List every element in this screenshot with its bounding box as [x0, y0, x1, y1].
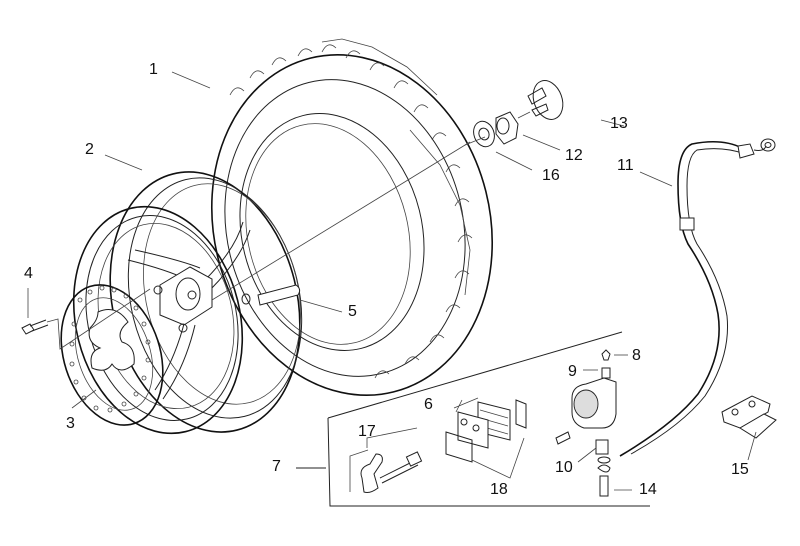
- callout-17[interactable]: 17: [358, 423, 376, 440]
- brake-pads-drawing[interactable]: [445, 397, 527, 479]
- pad-pin-drawing[interactable]: [349, 427, 423, 493]
- callout-1[interactable]: 1: [149, 61, 158, 78]
- disc-bolt-drawing[interactable]: [21, 288, 151, 350]
- callout-6[interactable]: 6: [424, 396, 433, 413]
- callout-18[interactable]: 18: [490, 481, 508, 498]
- callout-3[interactable]: 3: [66, 415, 75, 432]
- hose-clip-drawing[interactable]: [721, 395, 777, 439]
- callout-11[interactable]: 11: [617, 157, 634, 174]
- callout-9[interactable]: 9: [568, 363, 577, 380]
- callout-15[interactable]: 15: [731, 461, 749, 478]
- brake-hose-drawing[interactable]: [619, 138, 776, 457]
- callout-13[interactable]: 13: [610, 115, 628, 132]
- callout-10[interactable]: 10: [555, 459, 573, 476]
- callout-12[interactable]: 12: [565, 147, 583, 164]
- callout-2[interactable]: 2: [85, 141, 94, 158]
- caliper-kit-outline: [296, 331, 650, 507]
- callout-16[interactable]: 16: [542, 167, 560, 184]
- wheel-rim-drawing[interactable]: [51, 141, 471, 452]
- tyre-drawing[interactable]: [176, 25, 527, 426]
- callout-8[interactable]: 8: [632, 347, 641, 364]
- callout-5[interactable]: 5: [348, 303, 357, 320]
- callout-7[interactable]: 7: [272, 458, 281, 475]
- caliper-body-drawing[interactable]: [555, 349, 617, 497]
- callout-14[interactable]: 14: [639, 481, 657, 498]
- callout-4[interactable]: 4: [24, 265, 33, 282]
- leader-lines: [27, 71, 757, 491]
- valve-drawing[interactable]: [241, 284, 301, 306]
- hub-parts-drawing[interactable]: [464, 76, 568, 149]
- brake-disc-drawing[interactable]: [44, 272, 180, 439]
